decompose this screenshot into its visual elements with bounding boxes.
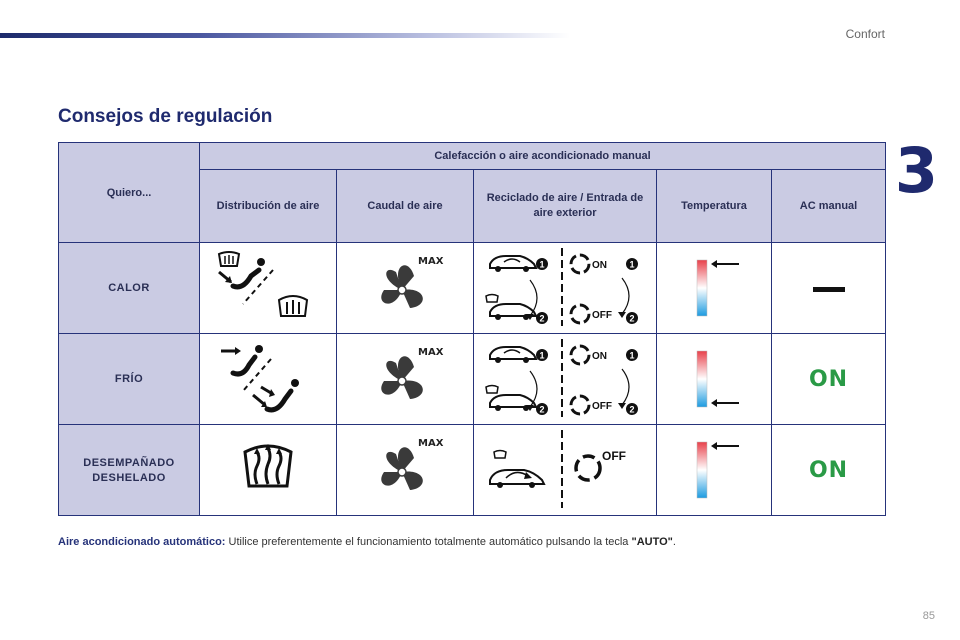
row-label-defrost: DESEMPAÑADO DESHELADO (58, 424, 200, 516)
svg-text:2: 2 (539, 313, 544, 323)
settings-table: Quiero... Calefacción o aire acondiciona… (58, 142, 887, 516)
defrost-small-icon (485, 293, 499, 303)
face-feet-distribution-icon (221, 344, 299, 412)
max-label: MAX (418, 256, 444, 267)
temperature-high-icon (696, 259, 739, 316)
svg-text:2: 2 (629, 313, 634, 323)
note-key: "AUTO" (631, 536, 673, 548)
max-label: MAX (418, 347, 444, 358)
svg-text:OFF: OFF (602, 449, 626, 463)
ac-cell-defrost: ON (770, 424, 887, 516)
windscreen-defrost-icon (243, 443, 293, 487)
col-header-ac: AC manual (770, 169, 887, 243)
corner-cell: Quiero... (58, 142, 200, 243)
chapter-number: 3 (894, 134, 938, 207)
seat-face-icon (221, 344, 263, 376)
car-recirculation-icon (489, 345, 538, 363)
car-outside-air-icon (489, 302, 538, 320)
auto-note: Aire acondicionado automático: Utilice p… (58, 536, 676, 548)
recirculation-on-icon: ON (569, 344, 607, 365)
svg-text:OFF: OFF (592, 310, 612, 321)
page-number: 85 (922, 610, 935, 622)
seat-feet-icon (252, 378, 299, 412)
temperature-high-icon (696, 441, 739, 498)
table-row: CALOR (58, 242, 887, 334)
ac-off-dash (812, 287, 845, 292)
flow-cell: MAX (336, 333, 474, 425)
svg-text:OFF: OFF (592, 401, 612, 412)
distribution-cell (199, 424, 337, 516)
page-title: Consejos de regulación (58, 106, 273, 127)
svg-text:1: 1 (539, 350, 544, 360)
windscreen-icon (217, 250, 241, 267)
col-header-temperature: Temperatura (656, 169, 772, 243)
seat-icon (218, 257, 265, 289)
temperature-cell (656, 424, 772, 516)
col-header-distribution: Distribución de aire (199, 169, 337, 243)
group-header: Calefacción o aire acondicionado manual (198, 142, 887, 170)
windscreen-feet-distribution-icon (217, 250, 309, 317)
note-body: Utilice preferentemente el funcionamient… (225, 536, 632, 548)
distribution-cell (199, 242, 337, 334)
temperature-cell (656, 333, 772, 425)
recirculation-on-icon: ON (569, 253, 607, 274)
header-bar (0, 33, 570, 38)
svg-text:1: 1 (629, 350, 634, 360)
recirculation-off-icon: OFF (569, 394, 612, 415)
recirculation-cell: OFF (473, 424, 657, 516)
car-outside-air-icon (489, 393, 538, 411)
col-header-flow: Caudal de aire (336, 169, 474, 243)
svg-text:2: 2 (629, 404, 634, 414)
ac-cell-cold: ON (770, 333, 887, 425)
distribution-cell (199, 333, 337, 425)
flow-cell: MAX (336, 424, 474, 516)
fan-icon (381, 446, 423, 490)
recirculation-cell: 1 2 ON 1 OFF (473, 242, 657, 334)
table-row: DESEMPAÑADO DESHELADO MAX (58, 424, 887, 516)
flow-cell: MAX (336, 242, 474, 334)
temperature-cell (656, 242, 772, 334)
ac-cell-heat (770, 242, 887, 334)
svg-text:1: 1 (629, 259, 634, 269)
ac-on-label: ON (808, 366, 849, 392)
car-recirculation-icon (489, 254, 538, 272)
table-row: FRÍO (58, 333, 887, 425)
fan-icon (381, 355, 423, 399)
row-label-cold: FRÍO (58, 333, 200, 425)
recirculation-cell: 1 2 ON 1 OFF (473, 333, 657, 425)
max-label: MAX (418, 438, 444, 449)
temperature-low-icon (696, 350, 739, 407)
svg-text:1: 1 (539, 259, 544, 269)
svg-text:ON: ON (592, 260, 607, 271)
row-label-heat: CALOR (58, 242, 200, 334)
section-name: Confort (845, 27, 885, 41)
note-lead: Aire acondicionado automático: (58, 536, 226, 548)
defrost-small-icon (485, 384, 499, 394)
recirculation-off-icon: OFF (569, 303, 612, 324)
col-header-recirculation: Reciclado de aire / Entrada de aire exte… (473, 169, 657, 243)
defrost-small-icon (493, 449, 507, 459)
svg-text:ON: ON (592, 351, 607, 362)
car-outside-air-icon (489, 468, 546, 488)
ac-on-label: ON (808, 457, 849, 483)
svg-text:2: 2 (539, 404, 544, 414)
recirculation-off-icon: OFF (574, 449, 626, 482)
defrost-rear-icon (277, 294, 309, 317)
fan-icon (381, 264, 423, 308)
